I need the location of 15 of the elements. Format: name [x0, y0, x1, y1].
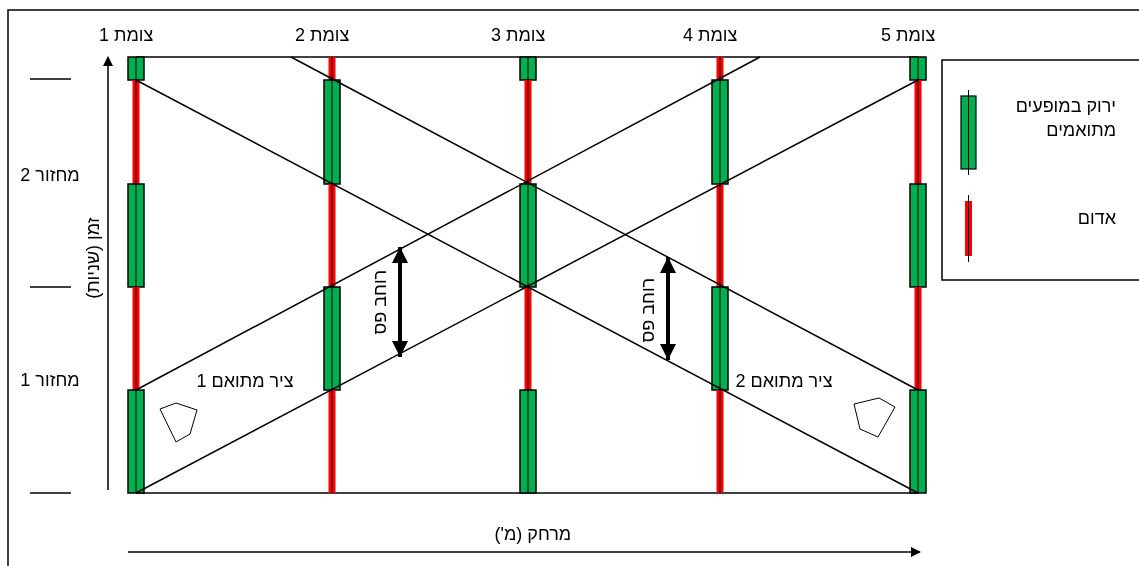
column-label: צומת 1	[99, 24, 154, 47]
bandwidth-label: רוחב פס	[636, 277, 659, 343]
column-label: צומת 3	[491, 24, 546, 47]
column-label: צומת 4	[683, 24, 738, 47]
legend-label: ירוק במופעים מתואמים	[1014, 94, 1116, 142]
legend-label: אדום	[1076, 207, 1116, 230]
cycle-label: מחזור 1	[20, 369, 80, 392]
band-label: ציר מתואם 1	[196, 370, 294, 393]
axis-label: זמן (שניות)	[81, 217, 104, 299]
column-label: צומת 5	[881, 24, 936, 47]
column-label: צומת 2	[295, 24, 350, 47]
axis-label: מרחק (מ')	[494, 523, 572, 546]
cycle-label: מחזור 2	[20, 164, 80, 187]
bandwidth-label: רוחב פס	[368, 269, 391, 335]
band-label: ציר מתואם 2	[735, 370, 833, 393]
